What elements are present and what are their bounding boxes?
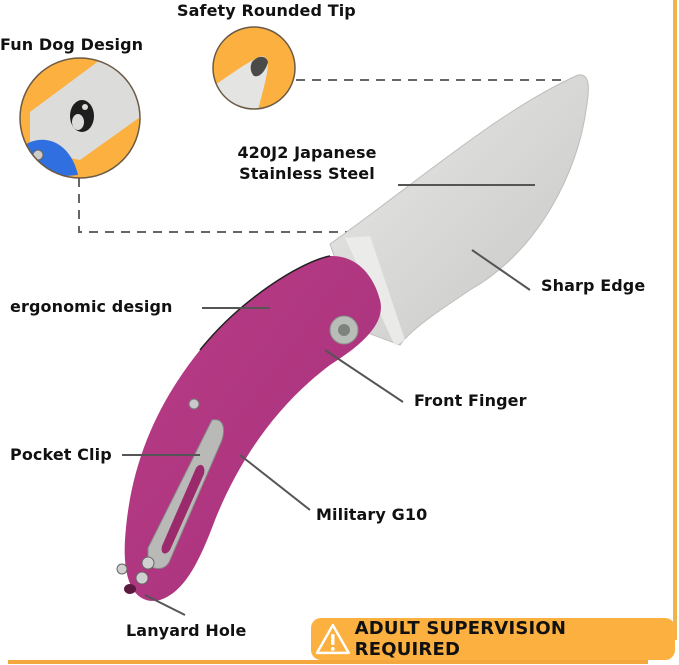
label-sharp-edge: Sharp Edge [541, 276, 646, 295]
adult-supervision-banner: ADULT SUPERVISION REQUIRED [311, 618, 675, 660]
label-safety-rounded-tip: Safety Rounded Tip [177, 1, 356, 20]
label-steel-line1: 420J2 Japanese [237, 143, 377, 162]
warning-text: ADULT SUPERVISION REQUIRED [354, 618, 567, 660]
rounded-tip-callout [213, 27, 295, 109]
label-steel: 420J2 Japanese Stainless Steel [222, 142, 392, 184]
solid-leader-lines [122, 184, 535, 616]
label-pocket-clip: Pocket Clip [10, 445, 112, 464]
dashed-leader-lines [78, 79, 572, 233]
label-fun-dog-design: Fun Dog Design [0, 35, 144, 54]
label-ergonomic-design: ergonomic design [10, 297, 173, 316]
warning-triangle-icon [315, 623, 350, 655]
label-front-finger: Front Finger [414, 391, 527, 410]
right-accent-bar [673, 0, 677, 640]
dog-design-callout [20, 58, 140, 178]
label-military-g10: Military G10 [316, 505, 428, 524]
label-lanyard-hole: Lanyard Hole [126, 621, 247, 640]
bottom-accent-bar [8, 660, 648, 664]
label-steel-line2: Stainless Steel [239, 164, 375, 183]
handle [116, 255, 381, 601]
